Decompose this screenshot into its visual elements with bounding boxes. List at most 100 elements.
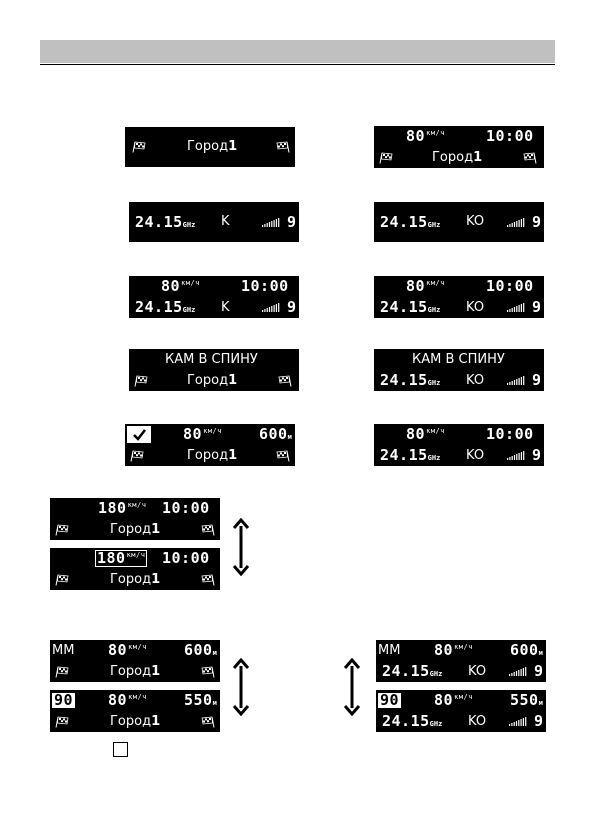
checkered-flag-icon bbox=[54, 524, 70, 536]
checkered-flag-icon bbox=[275, 450, 291, 462]
checkered-flag-icon bbox=[54, 574, 70, 586]
speed-readout: 80км/ч bbox=[406, 425, 445, 443]
checkered-flag-icon bbox=[200, 524, 216, 536]
time-readout: 10:00 bbox=[486, 127, 534, 145]
band-readout: 24.15GHz bbox=[135, 213, 196, 231]
signal-strength-icon bbox=[508, 715, 528, 727]
speed-readout: 80км/ч bbox=[108, 641, 147, 659]
lcd-band-k-screen: 24.15GHz K 9 bbox=[129, 202, 299, 242]
band-readout: 24.15GHz bbox=[380, 371, 441, 389]
band-readout: 24.15GHz bbox=[382, 712, 443, 730]
distance-readout: 550м bbox=[184, 691, 217, 709]
time-readout: 10:00 bbox=[162, 499, 210, 517]
lcd-speed180-screen: 180км/ч 10:00 Город1 bbox=[50, 498, 220, 540]
distance-readout: 600м bbox=[259, 425, 292, 443]
lcd-speed-time-city-screen: 80км/ч 10:00 Город1 bbox=[374, 126, 544, 168]
signal-level: 9 bbox=[532, 213, 542, 231]
speed-readout: 80км/ч bbox=[406, 277, 445, 295]
signal-level: 9 bbox=[287, 298, 297, 316]
checkered-flag-icon bbox=[133, 375, 149, 387]
speed-limit-sign: 90 bbox=[52, 691, 76, 709]
distance-readout: 600м bbox=[184, 641, 217, 659]
signal-level: 9 bbox=[534, 662, 544, 680]
double-arrow-icon bbox=[232, 518, 250, 576]
band-type-ko: KO bbox=[468, 664, 487, 679]
lcd-speed-time-band-k-screen: 80км/ч 10:00 24.15GHz K 9 bbox=[129, 276, 299, 318]
signal-level: 9 bbox=[532, 298, 542, 316]
checkmark-icon bbox=[127, 426, 151, 443]
time-readout: 10:00 bbox=[486, 425, 534, 443]
checkered-flag-icon bbox=[277, 375, 293, 387]
lcd-rear-camera-city-screen: КАМ В СПИНУ Город1 bbox=[129, 349, 299, 391]
time-readout: 10:00 bbox=[241, 277, 289, 295]
city-label: Город1 bbox=[110, 664, 161, 679]
signal-strength-icon bbox=[261, 216, 281, 228]
checkered-flag-icon bbox=[54, 666, 70, 678]
speed-readout: 80км/ч bbox=[406, 127, 445, 145]
speed-readout: 80км/ч bbox=[108, 691, 147, 709]
band-type-k: K bbox=[221, 300, 230, 315]
checkered-flag-icon bbox=[200, 666, 216, 678]
checkered-flag-icon bbox=[378, 152, 394, 164]
speed-readout: 80км/ч bbox=[161, 277, 200, 295]
city-label: Город1 bbox=[187, 139, 238, 154]
city-label: Город1 bbox=[187, 373, 238, 388]
rear-camera-label: КАМ В СПИНУ bbox=[165, 352, 258, 367]
double-arrow-icon bbox=[232, 658, 250, 716]
checkered-flag-icon bbox=[275, 141, 291, 153]
band-type-ko: KO bbox=[468, 714, 487, 729]
signal-level: 9 bbox=[534, 712, 544, 730]
city-label: Город1 bbox=[110, 522, 161, 537]
checkered-flag-icon bbox=[54, 716, 70, 728]
lcd-rear-camera-band-screen: КАМ В СПИНУ 24.15GHz KO 9 bbox=[374, 349, 544, 391]
checkered-flag-icon bbox=[129, 450, 145, 462]
speed-readout-boxed: 180км/ч bbox=[94, 549, 148, 567]
band-readout: 24.15GHz bbox=[382, 662, 443, 680]
lcd-mm-distance-band-screen: MM 80км/ч 600м 24.15GHz KO 9 bbox=[376, 640, 546, 682]
checkered-flag-icon bbox=[131, 141, 147, 153]
band-type-ko: KO bbox=[466, 448, 485, 463]
signal-strength-icon bbox=[506, 301, 526, 313]
city-label: Город1 bbox=[110, 714, 161, 729]
lcd-limit-distance-band-screen: 90 80км/ч 550м 24.15GHz KO 9 bbox=[376, 690, 546, 732]
signal-strength-icon bbox=[506, 449, 526, 461]
lcd-speed-time-band-ko-screen: 80км/ч 10:00 24.15GHz KO 9 bbox=[374, 276, 544, 318]
city-label: Город1 bbox=[432, 150, 483, 165]
speed-limit-sign: 90 bbox=[378, 691, 402, 709]
header-divider bbox=[40, 64, 555, 65]
signal-level: 9 bbox=[532, 371, 542, 389]
lcd-mm-distance-city-screen: MM 80км/ч 600м Город1 bbox=[50, 640, 220, 682]
distance-readout: 550м bbox=[510, 691, 543, 709]
speed-readout: 80км/ч bbox=[183, 425, 222, 443]
time-readout: 10:00 bbox=[486, 277, 534, 295]
lcd-speed180-boxed-screen: 180км/ч 10:00 Город1 bbox=[50, 548, 220, 590]
band-readout: 24.15GHz bbox=[380, 446, 441, 464]
signal-level: 9 bbox=[532, 446, 542, 464]
band-readout: 24.15GHz bbox=[135, 298, 196, 316]
band-type-ko: KO bbox=[466, 373, 485, 388]
signal-strength-icon bbox=[506, 374, 526, 386]
empty-checkbox-square bbox=[113, 742, 128, 757]
lcd-city-screen: Город1 bbox=[125, 127, 295, 167]
speed-readout: 80км/ч bbox=[434, 691, 473, 709]
signal-level: 9 bbox=[287, 213, 297, 231]
rear-camera-label: КАМ В СПИНУ bbox=[412, 352, 505, 367]
time-readout: 10:00 bbox=[162, 549, 210, 567]
band-type-k: K bbox=[221, 214, 230, 229]
city-label: Город1 bbox=[110, 572, 161, 587]
lcd-speed-time-band-ko-screen: 80км/ч 10:00 24.15GHz KO 9 bbox=[374, 424, 544, 466]
speed-readout: 180км/ч bbox=[98, 499, 147, 517]
band-readout: 24.15GHz bbox=[380, 213, 441, 231]
lcd-limit-distance-city-screen: 90 80км/ч 550м Город1 bbox=[50, 690, 220, 732]
band-readout: 24.15GHz bbox=[380, 298, 441, 316]
checkered-flag-icon bbox=[200, 574, 216, 586]
distance-readout: 600м bbox=[510, 641, 543, 659]
mm-label: MM bbox=[52, 643, 75, 658]
speed-readout: 80км/ч bbox=[434, 641, 473, 659]
city-label: Город1 bbox=[187, 448, 238, 463]
signal-strength-icon bbox=[506, 216, 526, 228]
double-arrow-icon bbox=[343, 658, 361, 716]
band-type-ko: KO bbox=[466, 300, 485, 315]
checkered-flag-icon bbox=[522, 152, 538, 164]
signal-strength-icon bbox=[508, 665, 528, 677]
